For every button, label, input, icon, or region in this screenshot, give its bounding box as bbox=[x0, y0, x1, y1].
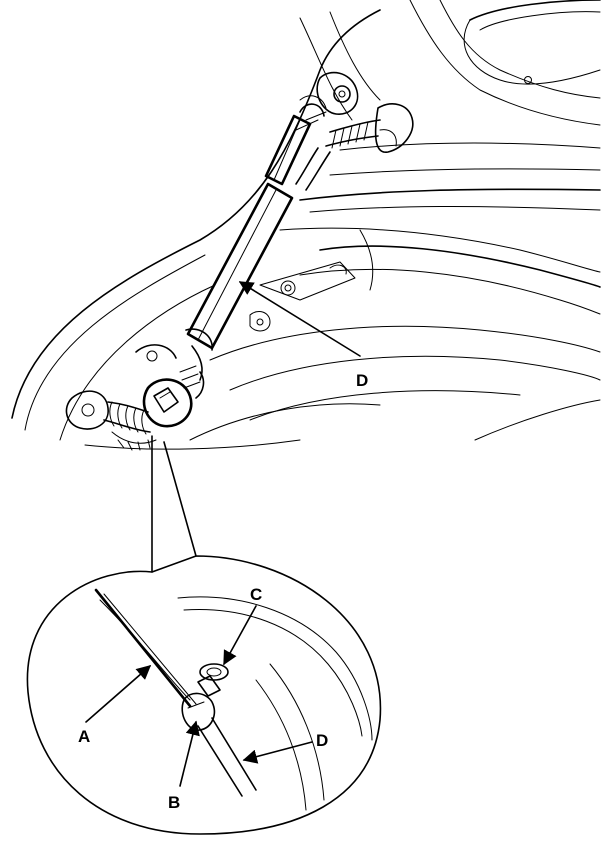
label-a: A bbox=[78, 727, 90, 746]
detail-view bbox=[26, 435, 382, 835]
label-c: C bbox=[250, 585, 262, 604]
callout-b: B bbox=[168, 720, 200, 812]
trunk-body-panels bbox=[11, 0, 601, 450]
label-b: B bbox=[168, 793, 180, 812]
callout-c: C bbox=[223, 585, 262, 666]
lower-strut-mount bbox=[135, 344, 205, 428]
wire-harness-grommet-lower bbox=[65, 390, 157, 451]
callout-d-main: D bbox=[238, 281, 368, 390]
label-d-detail: D bbox=[316, 731, 328, 750]
label-d-main: D bbox=[356, 371, 368, 390]
wire-harness-grommet-upper bbox=[295, 103, 414, 191]
callout-d-detail: D bbox=[242, 731, 328, 764]
callout-a: A bbox=[78, 665, 152, 746]
support-strut bbox=[185, 103, 325, 381]
upper-hinge-bracket bbox=[295, 71, 359, 131]
